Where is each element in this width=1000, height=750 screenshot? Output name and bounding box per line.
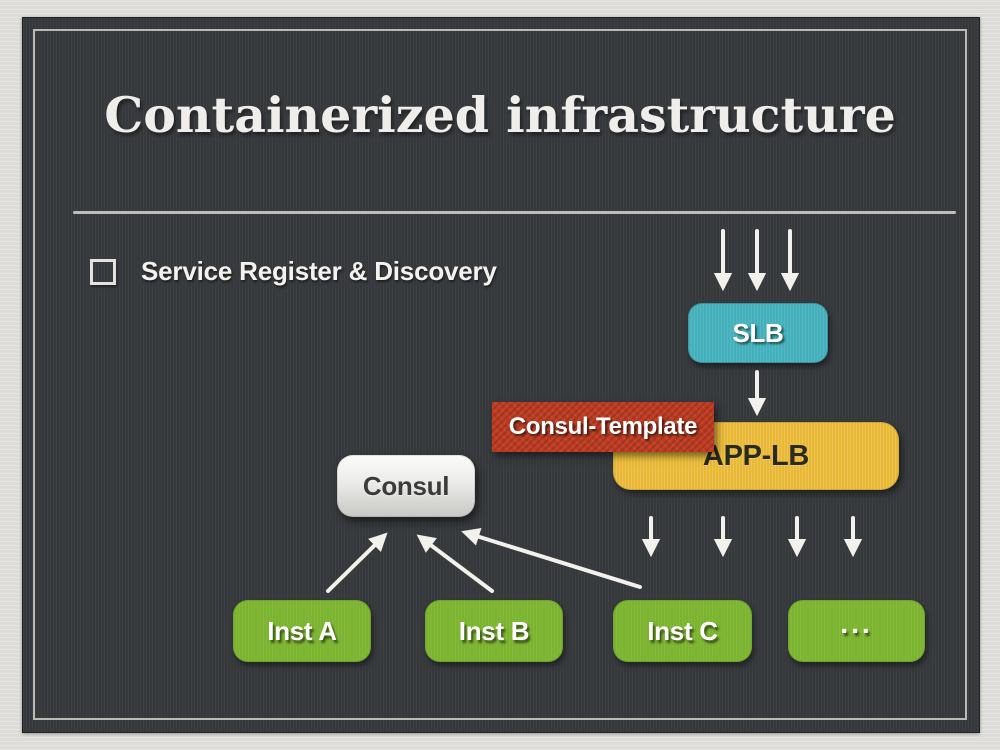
- node-consul-template-label: Consul-Template: [508, 413, 698, 440]
- node-inst-b-label: Inst B: [458, 615, 530, 646]
- title-divider: [73, 211, 956, 214]
- node-app-lb-label: APP-LB: [702, 439, 810, 472]
- node-consul: Consul: [337, 455, 475, 517]
- node-inst-b: Inst B: [425, 600, 563, 662]
- node-slb: SLB: [688, 303, 828, 363]
- node-inst-a: Inst A: [233, 600, 371, 662]
- node-consul-label: Consul: [362, 470, 450, 501]
- slide-title: Containerized infrastructure: [104, 86, 896, 144]
- bullet-row: Service Register & Discovery: [90, 256, 497, 287]
- node-inst-a-label: Inst A: [267, 615, 337, 646]
- node-slb-label: SLB: [732, 317, 784, 348]
- slide-background: [22, 17, 980, 733]
- node-consul-template: Consul-Template: [492, 402, 714, 452]
- node-inst-c: Inst C: [613, 600, 752, 662]
- node-inst-more: ...: [788, 600, 925, 662]
- node-inst-c-label: Inst C: [647, 615, 718, 646]
- bullet-square-icon: [90, 258, 116, 285]
- bullet-label: Service Register & Discovery: [141, 256, 497, 286]
- node-inst-more-label: ...: [840, 608, 873, 639]
